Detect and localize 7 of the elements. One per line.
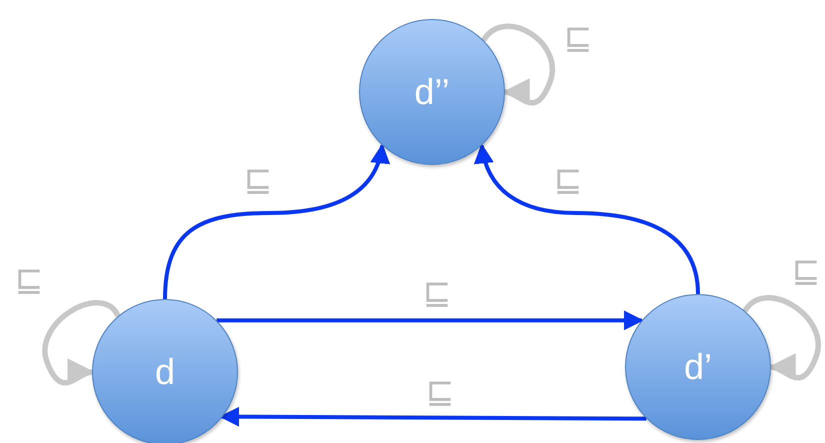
state-label: d’ xyxy=(684,346,712,388)
arrow xyxy=(216,310,644,330)
arrow xyxy=(163,143,389,300)
state-label: d’’ xyxy=(414,71,450,113)
arrow xyxy=(474,143,700,294)
arrow xyxy=(219,406,646,427)
state-label: d xyxy=(154,351,176,393)
